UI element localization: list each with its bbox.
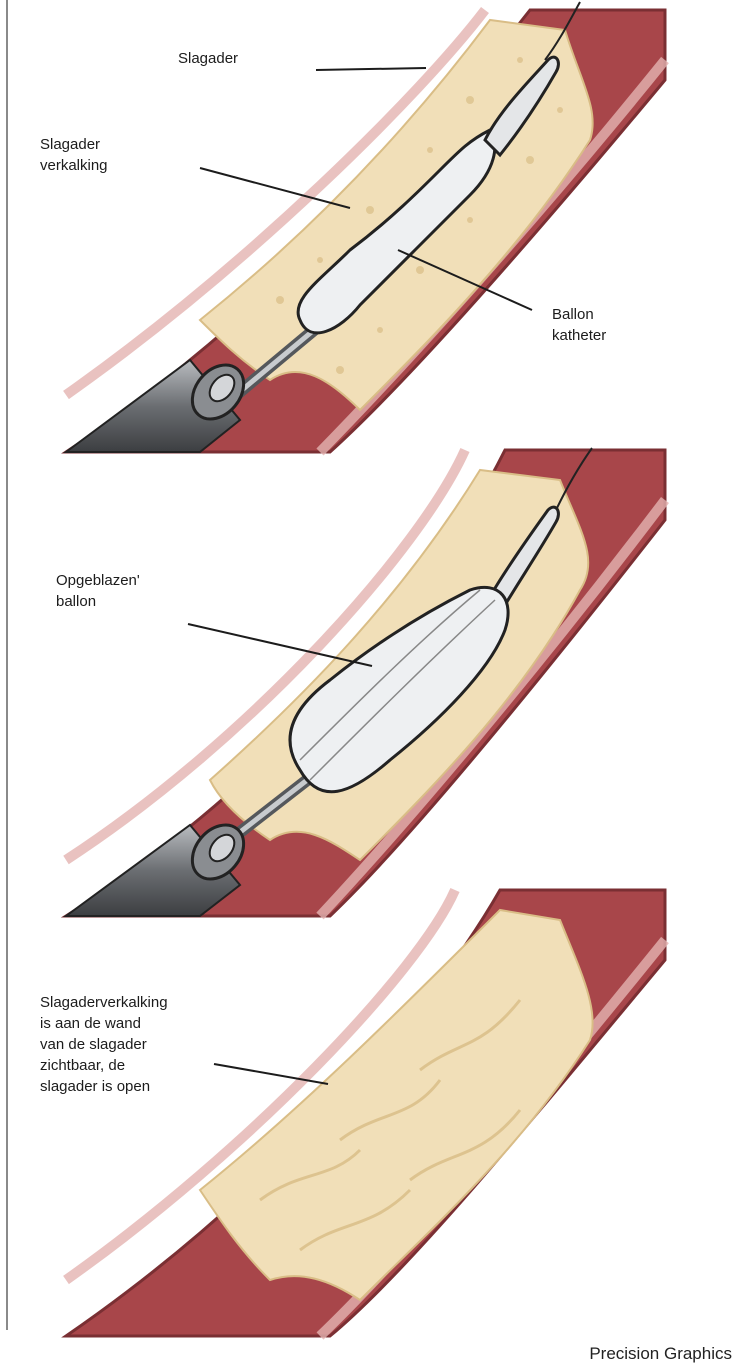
label-balloon-catheter: Ballon katheter: [552, 304, 606, 346]
label-result-note: Slagaderverkalking is aan de wand van de…: [40, 992, 168, 1097]
label-plaque: Slagader verkalking: [40, 134, 108, 176]
panel-open-artery: Slagaderverkalking is aan de wand van de…: [0, 880, 734, 1340]
panel-inflated-balloon: Opgeblazen' ballon: [0, 440, 734, 920]
label-inflated-balloon: Opgeblazen' ballon: [56, 570, 140, 612]
panel-deflated-catheter: Slagader Slagader verkalking Ballon kath…: [0, 0, 734, 460]
credit-precision-graphics: Precision Graphics: [589, 1344, 732, 1364]
panel-3-illustration: [0, 880, 734, 1340]
panel-1-illustration: [0, 0, 734, 460]
panel-2-illustration: [0, 440, 734, 920]
label-artery: Slagader: [178, 48, 238, 69]
